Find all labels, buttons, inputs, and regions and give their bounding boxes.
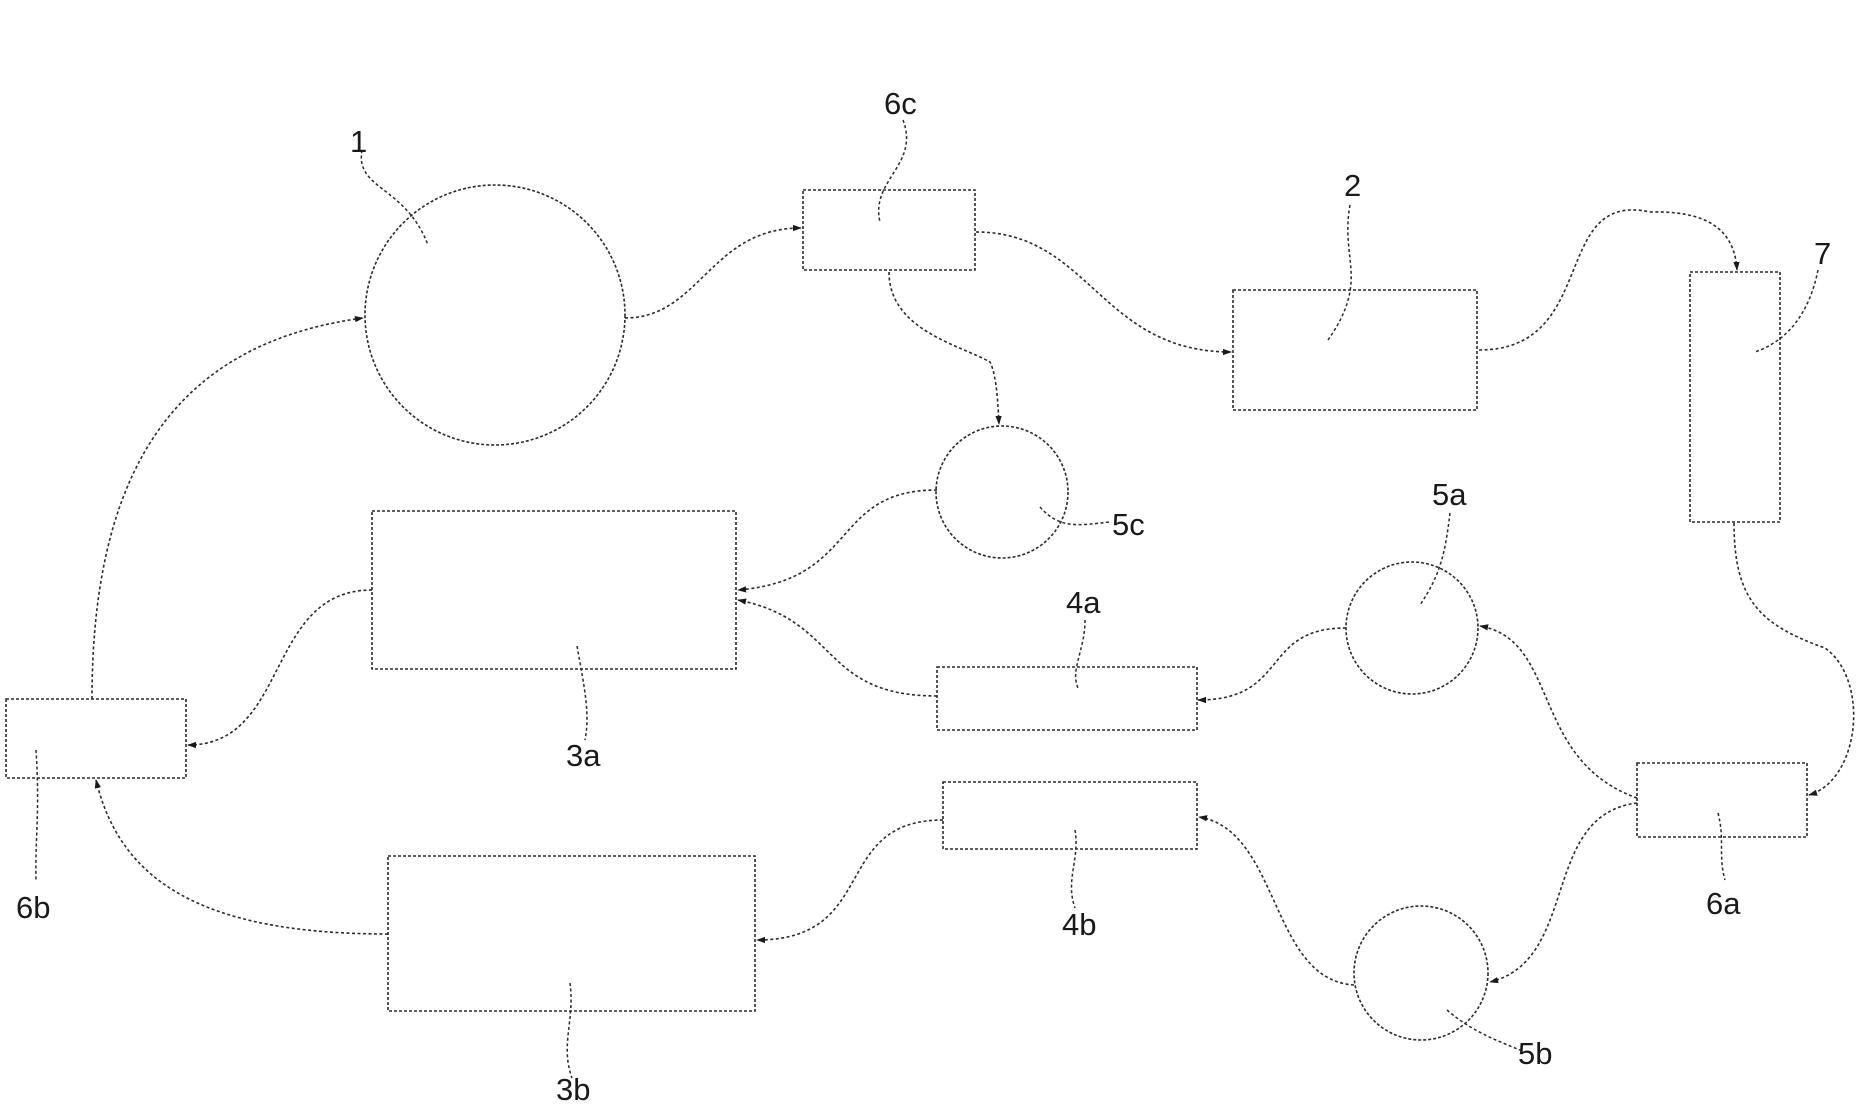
edge-1-to-6c xyxy=(625,228,801,318)
node-6c-box xyxy=(803,190,975,270)
node-3b-box xyxy=(388,856,755,1011)
edge-6a-to-5b xyxy=(1490,803,1637,982)
label-4a: 4a xyxy=(1066,585,1101,620)
edge-3b-to-6b xyxy=(96,780,388,934)
label-2: 2 xyxy=(1344,168,1361,203)
label-5c: 5c xyxy=(1112,507,1145,542)
node-3a-box xyxy=(372,511,736,669)
label-1: 1 xyxy=(350,124,367,159)
node-2-box xyxy=(1233,290,1477,410)
label-3b: 3b xyxy=(556,1072,590,1106)
edge-5b-to-4b xyxy=(1199,817,1354,985)
edge-3a-to-6b xyxy=(188,590,372,745)
node-4b-box xyxy=(943,782,1197,849)
edge-4a-to-3a xyxy=(738,600,937,696)
node-5a-circle xyxy=(1346,562,1478,694)
label-6c: 6c xyxy=(884,86,917,121)
node-4a-box xyxy=(937,667,1197,730)
node-6b-box xyxy=(6,699,186,778)
label-7: 7 xyxy=(1814,236,1831,271)
edge-5a-to-4a xyxy=(1198,628,1346,700)
edge-4b-to-3b xyxy=(757,820,943,940)
label-6b: 6b xyxy=(16,890,50,925)
node-7-box xyxy=(1690,272,1780,522)
node-6a-box xyxy=(1637,763,1807,837)
label-5a: 5a xyxy=(1432,477,1467,512)
edge-5c-to-3a xyxy=(738,490,937,590)
edge-6c-to-2 xyxy=(976,232,1231,352)
label-5b: 5b xyxy=(1518,1036,1552,1071)
node-5b-circle xyxy=(1354,906,1488,1040)
edge-6c-to-5c xyxy=(889,272,999,424)
node-5c-circle xyxy=(936,426,1068,558)
label-6a: 6a xyxy=(1706,886,1741,921)
label-4b: 4b xyxy=(1062,907,1096,942)
label-3a: 3a xyxy=(566,738,601,773)
edge-7-to-6a xyxy=(1734,523,1854,795)
node-1-circle xyxy=(365,185,625,445)
edge-6b-to-1 xyxy=(92,318,363,699)
edge-6a-to-5a xyxy=(1480,626,1637,798)
